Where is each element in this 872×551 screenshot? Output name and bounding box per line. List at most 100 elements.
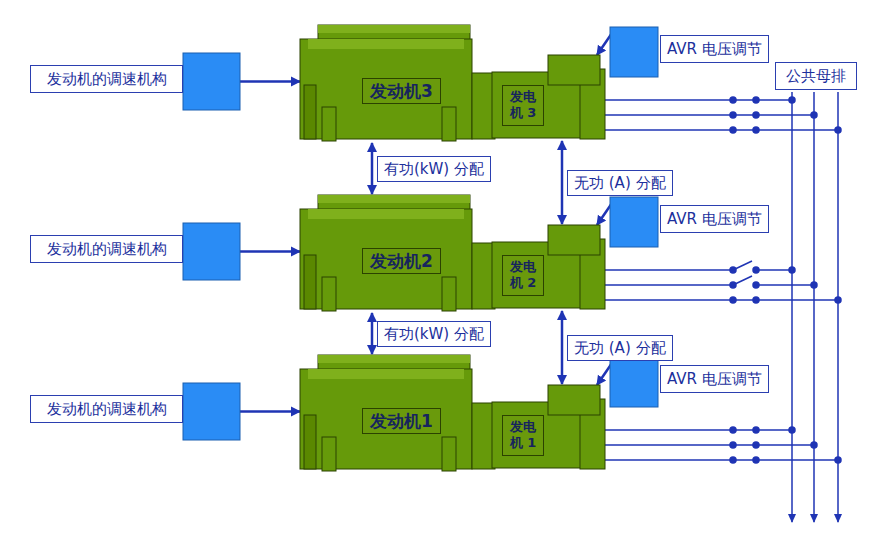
engine-foot (322, 437, 336, 471)
avr-label: AVR 电压调节 (660, 205, 769, 233)
switch-dot (753, 112, 759, 118)
engine-side (304, 415, 316, 469)
junction-dot (811, 112, 817, 118)
switch-dot (730, 97, 736, 103)
switch-dot (753, 282, 759, 288)
gov-label: 发动机的调速机构 (30, 235, 183, 263)
engine-ridge (308, 369, 464, 379)
switch-dot (753, 127, 759, 133)
gen-node: 发电机 3 (492, 55, 607, 140)
avr-label: AVR 电压调节 (660, 35, 769, 63)
eng-node: 发动机3 (300, 25, 495, 142)
junction-dot (789, 427, 795, 433)
engine-foot (322, 107, 336, 141)
engine-cover-top (318, 355, 470, 363)
engine-side (304, 255, 316, 309)
switch-dot (730, 127, 736, 133)
eng-label: 发动机2 (362, 248, 441, 274)
bus-node: 公共母排 (775, 62, 857, 89)
gov-node: 发动机的调速机构 (30, 223, 240, 280)
line-shape (605, 269, 733, 271)
generator-feeders (605, 97, 841, 463)
exciter-box (548, 385, 600, 415)
junction-dot (835, 297, 841, 303)
edge-label: 无功 (A) 分配 (567, 335, 673, 361)
engine-ridge (308, 39, 464, 49)
avr-block (610, 27, 658, 77)
switch-dot (730, 427, 736, 433)
junction-dot (811, 282, 817, 288)
switch-dot (730, 282, 736, 288)
switch-dot (753, 267, 759, 273)
governor-block (183, 53, 240, 110)
engine-foot (442, 107, 456, 141)
bus-lines (792, 92, 838, 522)
governor-block (183, 383, 240, 440)
engine-ridge (308, 209, 464, 219)
exciter-box (548, 55, 600, 85)
gov-node: 发动机的调速机构 (30, 383, 240, 440)
engine-side (304, 85, 316, 139)
switch-dot (730, 457, 736, 463)
switch-dot (753, 457, 759, 463)
engine-foot (322, 277, 336, 311)
eng-label: 发动机1 (362, 408, 441, 434)
connector-arrow (561, 311, 564, 384)
connector-arrow (240, 410, 300, 413)
bus-label: 公共母排 (775, 62, 857, 90)
line-shape (605, 284, 733, 286)
switch-dot (753, 442, 759, 448)
switch-dot (730, 267, 736, 273)
switch-dot (730, 297, 736, 303)
exciter-box (548, 225, 600, 255)
switch-dot (753, 427, 759, 433)
line-shape (756, 269, 792, 271)
engine-foot (442, 277, 456, 311)
eng-node: 发动机1 (300, 355, 495, 472)
junction-dot (789, 97, 795, 103)
gov-label: 发动机的调速机构 (30, 65, 183, 93)
gen-node: 发电机 1 (492, 385, 607, 470)
line-shape (605, 459, 838, 461)
switch-dot (753, 297, 759, 303)
connector-arrow (371, 313, 374, 354)
engine-foot (442, 437, 456, 471)
gen-label: 发电机 2 (502, 255, 544, 296)
junction-dot (835, 127, 841, 133)
line-shape (605, 99, 792, 101)
line-shape (605, 129, 838, 131)
engine-cover-top (318, 195, 470, 203)
line-shape (756, 284, 814, 286)
gen-label: 发电机 1 (502, 415, 544, 456)
line-shape (605, 429, 792, 431)
connector-arrow (561, 141, 564, 224)
gen-label: 发电机 3 (502, 85, 544, 126)
eng-node: 发动机2 (300, 195, 495, 312)
governor-block (183, 223, 240, 280)
avr-node: AVR 电压调节 (610, 357, 782, 407)
gov-node: 发动机的调速机构 (30, 53, 240, 110)
connector-arrow (240, 250, 300, 253)
switch-dot (730, 112, 736, 118)
junction-dot (811, 442, 817, 448)
switch-dot (730, 442, 736, 448)
line-shape (605, 114, 814, 116)
junction-dot (835, 457, 841, 463)
eng-label: 发动机3 (362, 78, 441, 104)
avr-node: AVR 电压调节 (610, 197, 782, 247)
connector-arrow (240, 80, 300, 83)
avr-block (610, 357, 658, 407)
engine-cover-top (318, 25, 470, 33)
edge-label: 无功 (A) 分配 (567, 170, 673, 196)
gov-label: 发动机的调速机构 (30, 395, 183, 423)
gen-node: 发电机 2 (492, 225, 607, 310)
avr-node: AVR 电压调节 (610, 27, 782, 77)
edge-label: 有功(kW) 分配 (377, 156, 491, 182)
line-shape (605, 299, 838, 301)
switch-dot (753, 97, 759, 103)
junction-dot (789, 267, 795, 273)
connector-arrow (371, 143, 374, 194)
edge-label: 有功(kW) 分配 (377, 321, 491, 347)
line-shape (605, 444, 814, 446)
avr-block (610, 197, 658, 247)
